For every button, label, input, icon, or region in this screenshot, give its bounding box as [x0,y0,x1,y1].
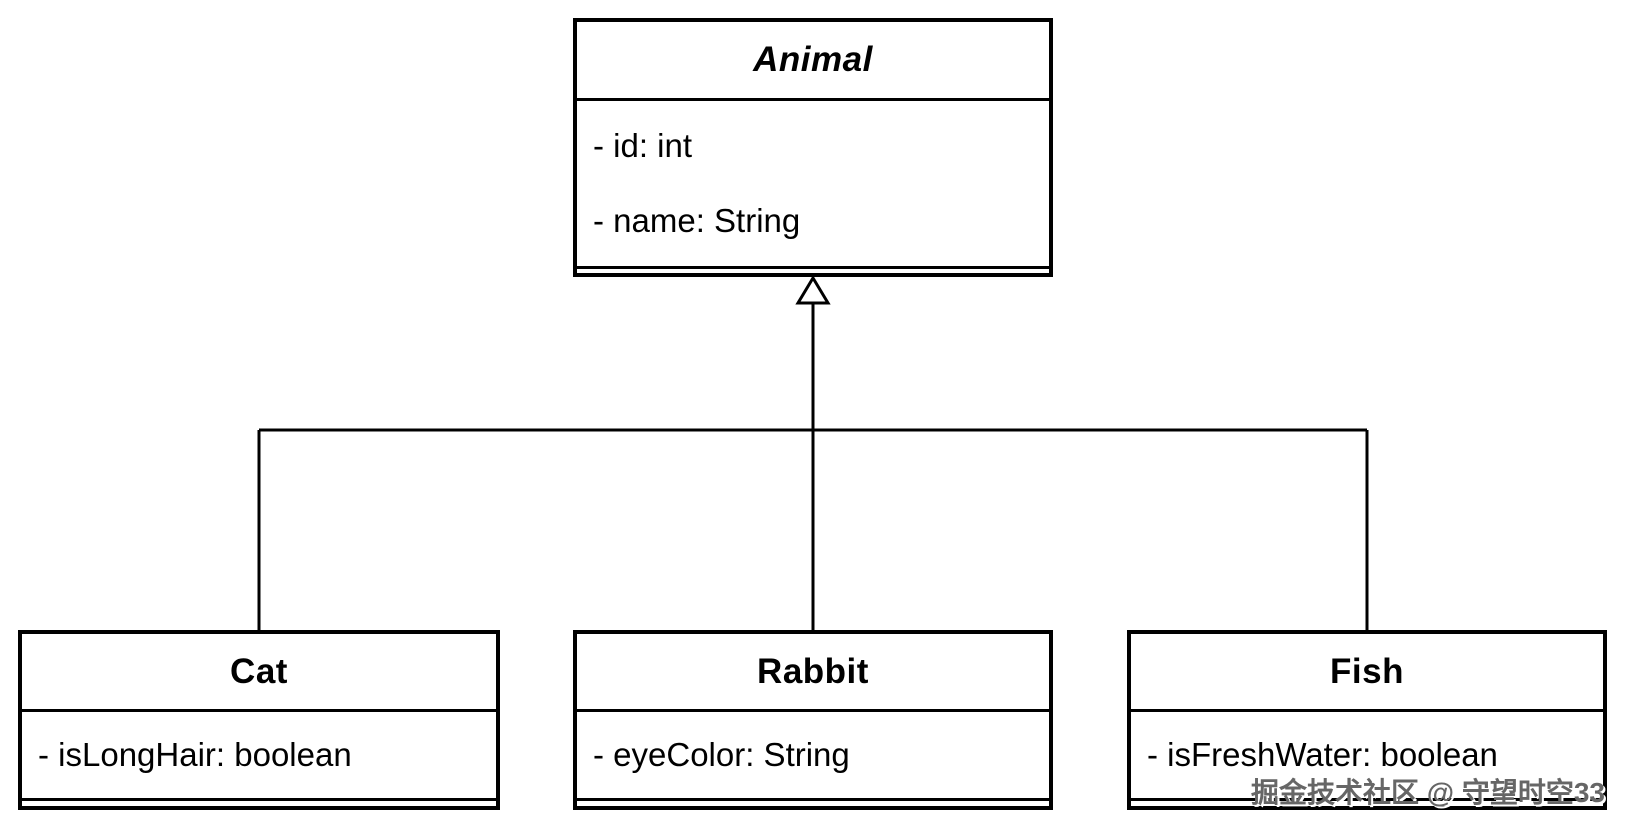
class-attributes-animal: - id: int - name: String [577,101,1049,269]
generalization-arrowhead-icon [795,275,831,305]
class-title-rabbit: Rabbit [577,634,1049,712]
class-box-rabbit: Rabbit - eyeColor: String [573,630,1053,810]
class-methods-cat-empty [22,801,496,806]
attribute-animal-id: - id: int [593,127,693,164]
class-title-animal: Animal [577,22,1049,101]
class-methods-fish-empty [1131,801,1603,806]
attribute-cat-islonghair: - isLongHair: boolean [38,736,352,773]
watermark-text: 掘金技术社区 @ 守望时空33 [1250,777,1605,808]
attribute-rabbit-eyecolor: - eyeColor: String [593,736,850,773]
class-box-fish: Fish - isFreshWater: boolean [1127,630,1607,810]
class-methods-animal-empty [577,269,1049,273]
attribute-animal-name: - name: String [593,202,801,239]
attribute-fish-isfreshwater: - isFreshWater: boolean [1147,736,1498,773]
class-attributes-fish: - isFreshWater: boolean [1131,712,1603,801]
class-attributes-rabbit: - eyeColor: String [577,712,1049,801]
class-box-cat: Cat - isLongHair: boolean [18,630,500,810]
class-methods-rabbit-empty [577,801,1049,806]
class-attributes-cat: - isLongHair: boolean [22,712,496,801]
class-title-cat: Cat [22,634,496,712]
class-box-animal: Animal - id: int - name: String [573,18,1053,277]
class-title-fish: Fish [1131,634,1603,712]
